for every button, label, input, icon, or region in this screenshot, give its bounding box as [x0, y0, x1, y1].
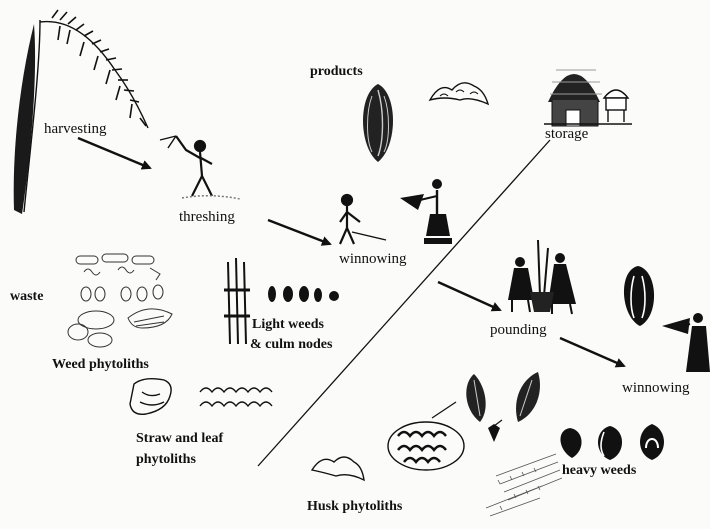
winnowing-woman-icon	[662, 313, 710, 372]
winnower-figure-icon	[340, 195, 386, 244]
label-harvesting: harvesting	[44, 121, 107, 137]
divider-line	[258, 140, 550, 466]
label-threshing: threshing	[179, 209, 235, 225]
label-storage: storage	[545, 126, 589, 142]
threshing-ground	[182, 196, 240, 199]
husk-open-icon	[432, 372, 540, 442]
label-culm-nodes: & culm nodes	[250, 337, 333, 352]
husk-fragment-icon	[312, 457, 364, 480]
label-products: products	[310, 64, 363, 79]
label-heavy-weeds: heavy weeds	[562, 463, 637, 478]
label-waste: waste	[10, 289, 43, 304]
granary-icon	[544, 70, 632, 126]
winnower-standing-icon	[400, 179, 452, 244]
arrow-threshing-winnowing	[268, 220, 330, 244]
label-winnowing-1: winnowing	[339, 251, 407, 267]
label-husk-phytoliths: Husk phytoliths	[307, 499, 403, 514]
culm-node-icon	[224, 258, 250, 344]
arrow-winnowing-pounding	[438, 282, 500, 310]
label-pounding: pounding	[490, 322, 547, 338]
arrow-harvesting-threshing	[78, 138, 150, 168]
fragment-scatter-icon	[486, 454, 562, 516]
dehusked-grain-icon	[624, 266, 654, 326]
husk-phytolith-icon	[388, 422, 464, 470]
label-winnowing-2: winnowing	[622, 380, 690, 396]
phytolith-icon	[68, 254, 172, 347]
weed-seed-icon	[268, 286, 339, 302]
label-weed-phytoliths: Weed phytoliths	[52, 357, 149, 372]
husk-icon	[430, 83, 488, 104]
rice-plant-icon	[14, 10, 148, 214]
label-straw-leaf: Straw and leaf	[136, 431, 223, 446]
label-straw-phytoliths: phytoliths	[136, 452, 196, 467]
label-light-weeds: Light weeds	[252, 317, 325, 332]
pounding-figures-icon	[508, 240, 576, 314]
grain-icon	[363, 84, 393, 162]
straw-phytolith-icon	[130, 379, 272, 415]
thresher-figure-icon	[160, 136, 212, 196]
heavy-weed-seed-icon	[560, 424, 664, 460]
arrow-pounding-winnowing	[560, 338, 624, 366]
